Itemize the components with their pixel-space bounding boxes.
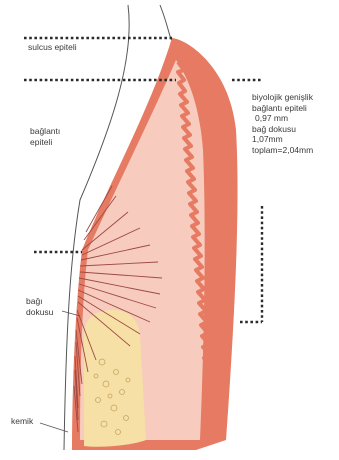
biologic-width-legend: biyolojik genişlik bağlantı epiteli 0,97… [252, 92, 313, 155]
bio-line-title: biyolojik genişlik [252, 92, 313, 103]
bio-line-junctional-value: 0,97 mm [252, 113, 313, 124]
label-connective-tissue: bağı dokusu [26, 296, 53, 318]
label-sulcus-epithelium: sulcus epiteli [28, 42, 77, 53]
label-junctional-line1: bağlantı [30, 126, 60, 137]
label-junctional-line2: epiteli [30, 137, 60, 148]
label-bone: kemik [11, 416, 33, 427]
bio-line-total: toplam=2,04mm [252, 145, 313, 156]
label-connective-line1: bağı [26, 296, 53, 307]
bio-line-connective-value: 1,07mm [252, 134, 313, 145]
bio-line-junctional: bağlantı epiteli [252, 103, 313, 114]
tooth-surface-line-inner [160, 5, 172, 40]
label-junctional-epithelium: bağlantı epiteli [30, 126, 60, 148]
bio-line-connective: bağ dokusu [252, 124, 313, 135]
alveolar-bone [84, 310, 146, 447]
label-connective-line2: dokusu [26, 307, 53, 318]
